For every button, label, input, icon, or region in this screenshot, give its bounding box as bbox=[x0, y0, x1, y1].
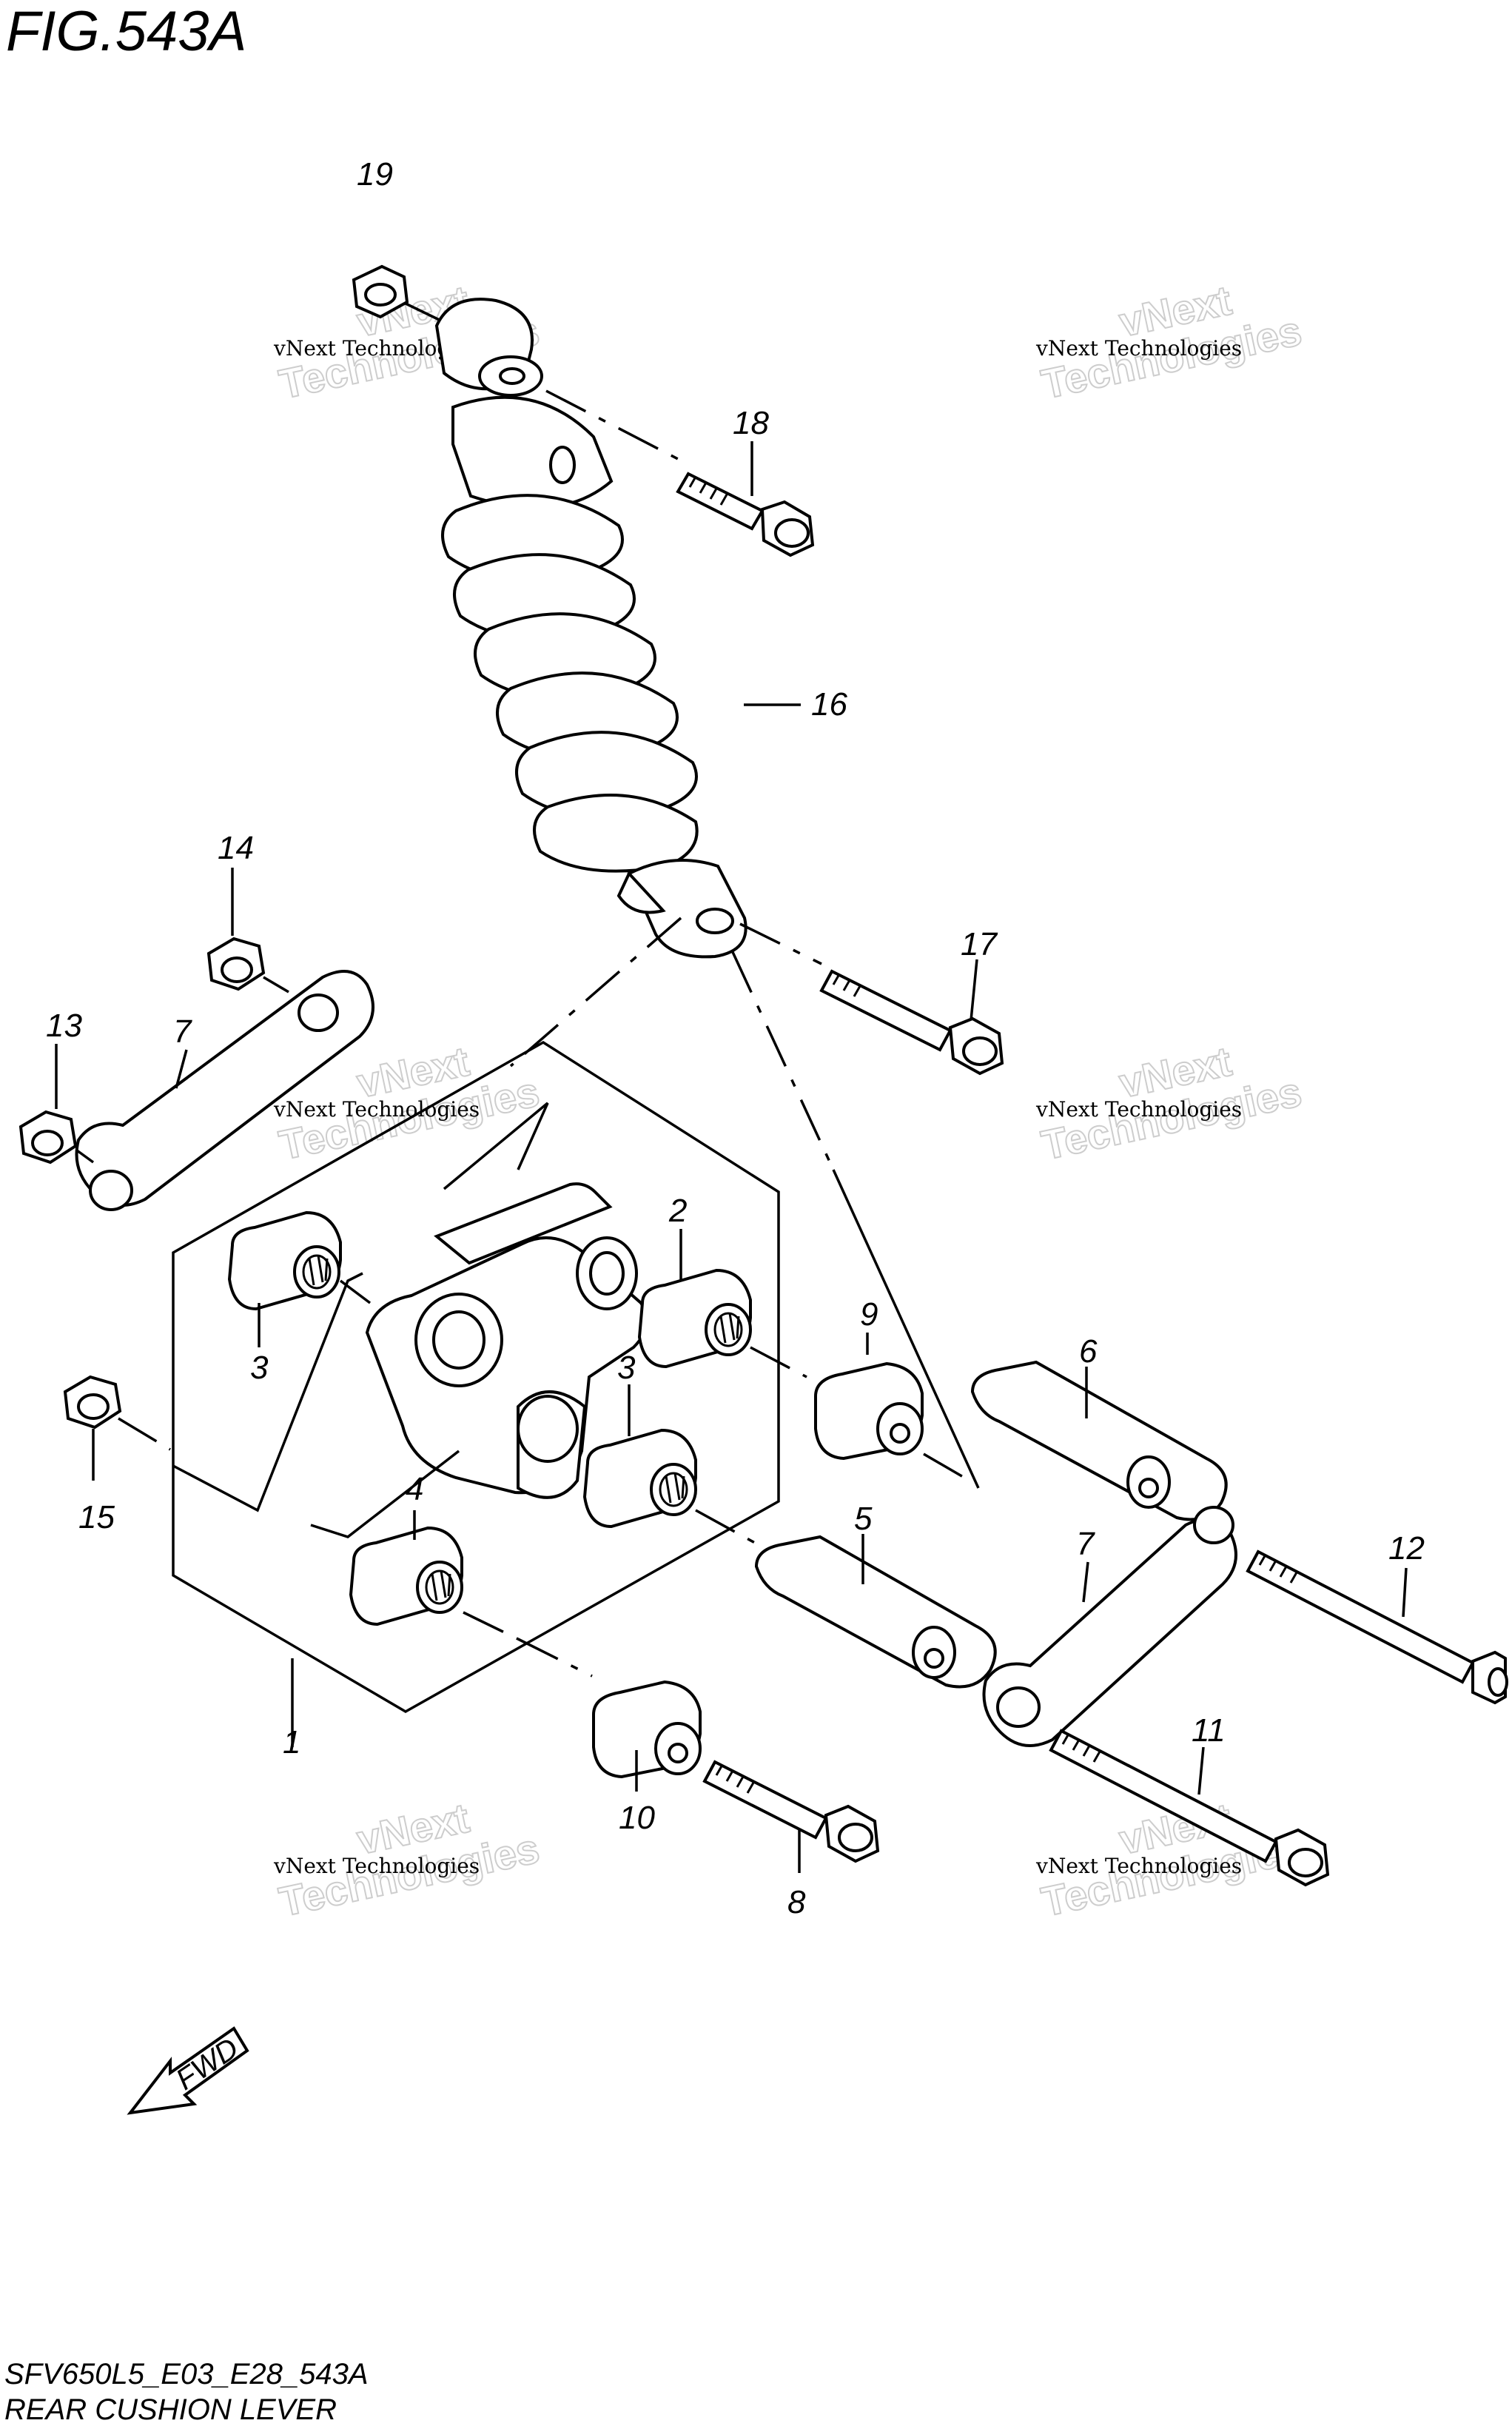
watermark-text: vNext Technologies bbox=[1035, 336, 1242, 361]
part-5-sleeve[interactable] bbox=[754, 1534, 997, 1689]
footer-code: SFV650L5_E03_E28_543A bbox=[4, 2358, 369, 2390]
label-11: 11 bbox=[1192, 1712, 1226, 1749]
callout-labels: 19 18 16 17 14 13 7 2 3 9 6 3 15 4 5 7 1… bbox=[46, 156, 1425, 1920]
label-12: 12 bbox=[1388, 1530, 1425, 1566]
label-8: 8 bbox=[787, 1884, 806, 1920]
part-18-bolt[interactable] bbox=[545, 389, 815, 557]
watermark-text: vNext Technologies bbox=[1035, 1097, 1242, 1122]
label-15: 15 bbox=[78, 1499, 115, 1535]
label-7-left: 7 bbox=[173, 1013, 192, 1050]
part-12-bolt[interactable] bbox=[1246, 1549, 1508, 1705]
part-15-nut[interactable] bbox=[63, 1375, 171, 1481]
label-7-right: 7 bbox=[1076, 1526, 1095, 1562]
label-9: 9 bbox=[860, 1296, 878, 1333]
label-13: 13 bbox=[46, 1008, 82, 1044]
label-16: 16 bbox=[811, 686, 847, 723]
fwd-arrow: FWD bbox=[127, 2026, 249, 2115]
watermark-text: vNext Technologies bbox=[1035, 1854, 1242, 1878]
label-10: 10 bbox=[619, 1800, 655, 1836]
part-13-nut[interactable] bbox=[19, 1044, 95, 1165]
label-4: 4 bbox=[406, 1471, 423, 1507]
part-2-bearing[interactable] bbox=[637, 1229, 807, 1378]
watermark-text: vNext Technologies bbox=[273, 1097, 480, 1122]
part-11-bolt[interactable] bbox=[1049, 1729, 1330, 1887]
label-14: 14 bbox=[218, 830, 254, 866]
label-3-upper: 3 bbox=[250, 1350, 269, 1386]
part-16-shock-absorber[interactable] bbox=[434, 298, 801, 959]
watermark: Technologies vNext vNext Technologies bbox=[1035, 275, 1306, 408]
label-6: 6 bbox=[1079, 1333, 1098, 1370]
footer-name: REAR CUSHION LEVER bbox=[4, 2393, 337, 2426]
part-9-collar[interactable] bbox=[814, 1333, 970, 1482]
label-1: 1 bbox=[283, 1724, 300, 1760]
watermark: Technologies vNext vNext Technologies bbox=[273, 1793, 544, 1926]
watermark: Technologies vNext vNext Technologies bbox=[1035, 1036, 1306, 1169]
watermark-text: vNext Technologies bbox=[273, 1854, 480, 1878]
part-17-bolt[interactable] bbox=[739, 922, 1004, 1076]
figure-title: FIG.543A bbox=[6, 0, 246, 63]
part-1-cushion-lever[interactable] bbox=[172, 1040, 780, 1747]
label-17: 17 bbox=[961, 926, 998, 962]
part-10-collar[interactable] bbox=[517, 1638, 702, 1792]
label-18: 18 bbox=[733, 405, 769, 441]
part-4-bearing[interactable] bbox=[349, 1510, 519, 1641]
part-7-link-left[interactable] bbox=[75, 970, 374, 1211]
part-8-bolt[interactable] bbox=[702, 1760, 880, 1873]
label-19: 19 bbox=[357, 156, 393, 192]
part-6-sleeve[interactable] bbox=[970, 1360, 1228, 1521]
part-3-bearing-upper[interactable] bbox=[227, 1210, 372, 1347]
part-7-link-right[interactable] bbox=[982, 1506, 1237, 1747]
label-3-middle: 3 bbox=[617, 1350, 636, 1386]
part-3-bearing-middle[interactable] bbox=[582, 1384, 756, 1544]
label-5: 5 bbox=[854, 1501, 873, 1537]
part-14-nut[interactable] bbox=[206, 868, 289, 993]
label-2: 2 bbox=[668, 1193, 687, 1229]
